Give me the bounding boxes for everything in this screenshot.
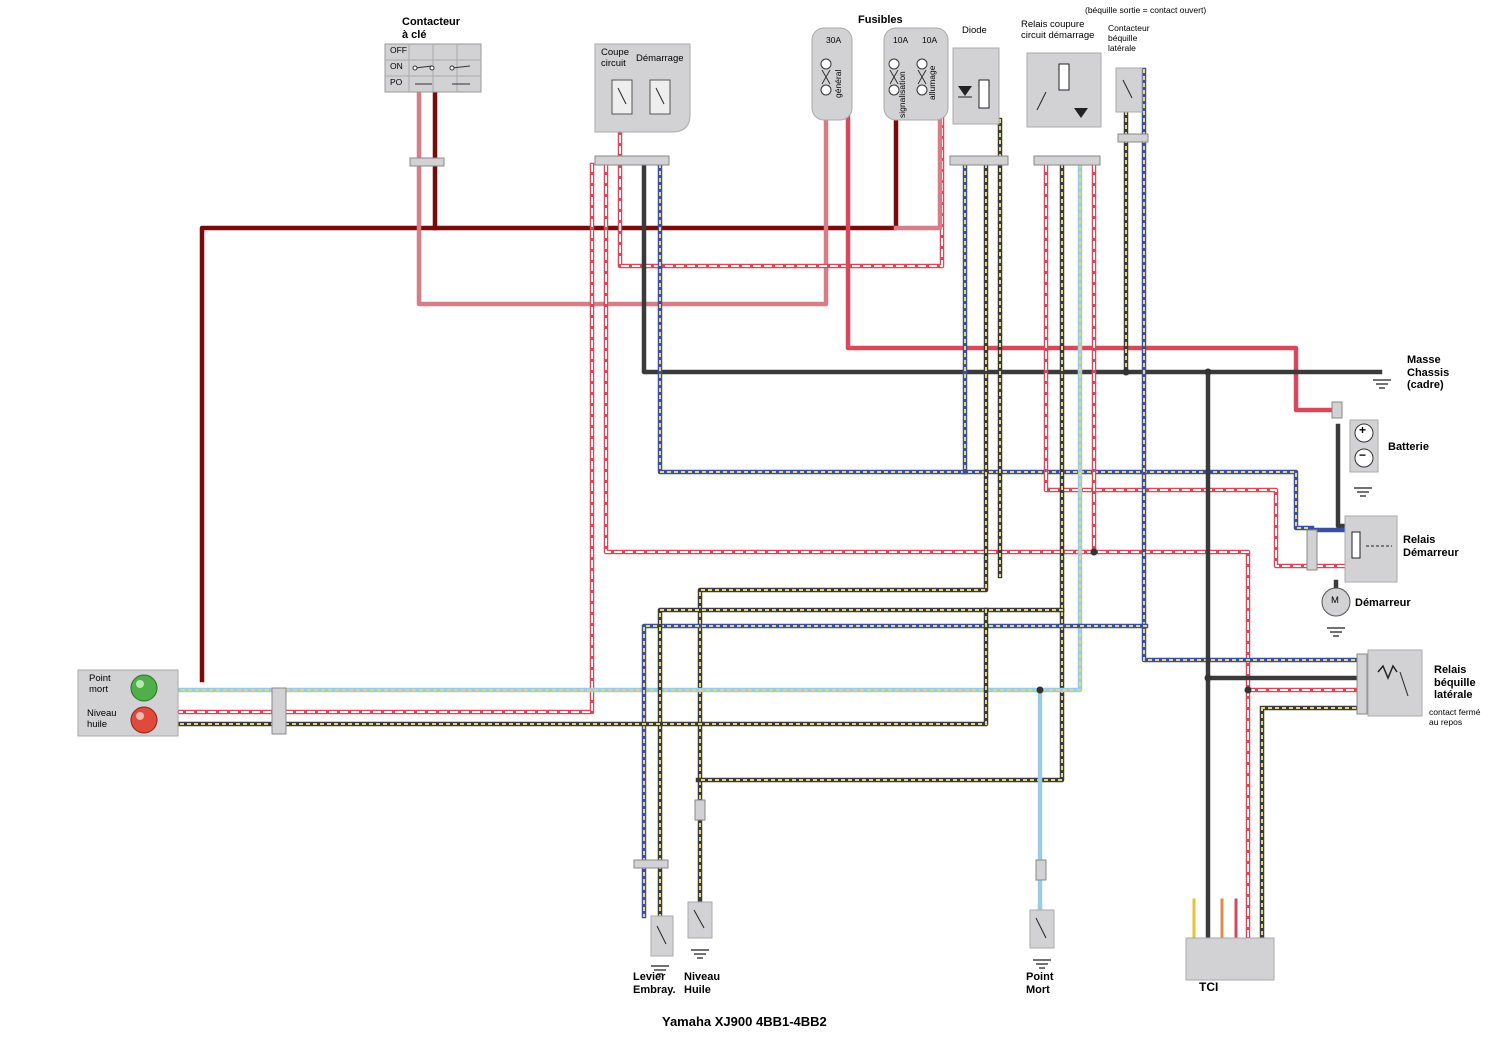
key-switch [384,43,482,93]
starter-relay [1344,515,1398,583]
fuses-label: Fusibles [858,14,903,26]
connectors [271,133,1368,881]
oil-lamp-label: Niveau huile [87,708,117,730]
fuse-general-name: général [833,69,843,98]
neutral-lamp-label: Point mort [89,673,111,695]
fuse-10a-rating-2: 10A [922,35,938,45]
oil-level-switch [687,901,713,959]
tci-label: TCI [1199,980,1219,994]
starter-relay-label: Relais Démarreur [1403,534,1459,559]
key-position-off: OFF [390,45,407,55]
oil-switch-label: Niveau Huile [684,971,721,996]
side-stand-relay-note: contact fermé au repos [1429,707,1481,727]
clutch-switch-label: Levier Embray. [633,971,676,996]
cutoff-relay-label: Relais coupure circuit démarrage [1021,19,1095,41]
cutoff-relay [1026,52,1102,128]
battery [1349,419,1379,497]
fuse-ignition-name: allumage [927,65,937,101]
key-position-po: PO [390,77,403,87]
indicator-panel [77,669,179,737]
diagram-title: Yamaha XJ900 4BB1-4BB2 [662,1014,827,1029]
neutral-switch [1029,909,1055,969]
side-stand-relay-label: Relais béquille latérale [1434,664,1476,702]
tci-unit [1185,937,1275,981]
key-switch-label: Contacteur à clé [402,16,461,41]
key-position-on: ON [390,61,403,71]
side-stand-switch-label: Contacteur béquille latérale [1108,23,1150,53]
battery-minus: − [1359,448,1367,462]
side-stand-note: (béquille sortie = contact ouvert) [1085,5,1207,15]
clutch-switch [650,915,674,975]
battery-label: Batterie [1388,441,1429,453]
fuse-10a-rating-1: 10A [893,35,909,45]
battery-plus: + [1359,423,1367,437]
kill-switch-label: Coupe circuit [601,47,629,69]
starter-motor [1321,587,1351,637]
starter-motor-symbol: M [1331,595,1339,606]
fuse-30a-rating: 30A [826,35,842,45]
side-stand-switch [1115,67,1143,113]
wires [175,57,1383,940]
fuse-box [811,27,949,121]
diode-block [952,47,1000,125]
start-switch-label: Démarrage [636,53,684,64]
neutral-switch-label: Point Mort [1026,971,1054,996]
side-stand-relay [1367,649,1423,717]
handlebar-switch-housing [594,43,691,133]
diode-label: Diode [962,25,987,36]
ground-label: Masse Chassis (cadre) [1407,354,1450,392]
fuse-signal-name: signalisation [897,71,907,118]
starter-motor-label: Démarreur [1355,597,1411,609]
